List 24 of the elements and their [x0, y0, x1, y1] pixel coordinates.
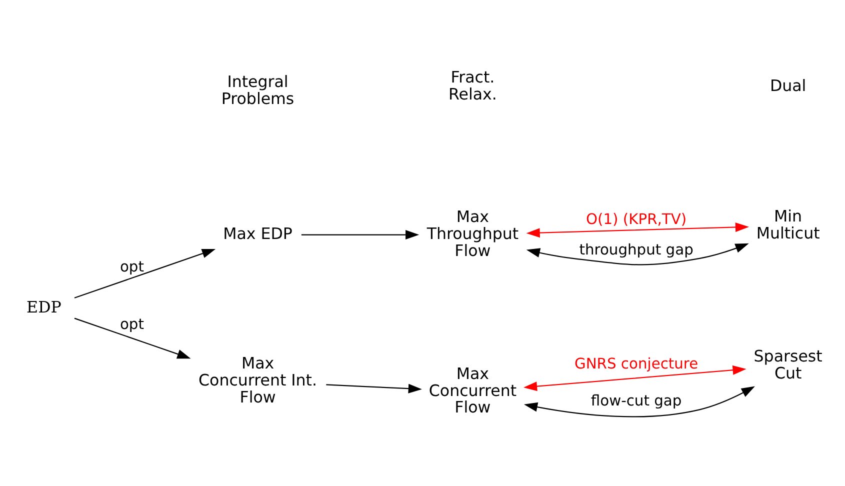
- arrow: [74, 248, 216, 298]
- arrow: [74, 317, 191, 358]
- edge-label: GNRS conjecture: [574, 354, 698, 372]
- edge-label: flow-cut gap: [590, 392, 682, 410]
- edge-label: throughput gap: [579, 240, 694, 258]
- edge-label: opt: [120, 258, 144, 275]
- label: Fract. Relax.: [448, 67, 497, 104]
- node-text: Max EDP: [223, 223, 292, 242]
- node-text: Max Throughput Flow: [426, 206, 519, 260]
- node-text: Max Concurrent Flow: [428, 363, 517, 416]
- node-text: Max Concurrent Int. Flow: [198, 353, 318, 406]
- label: Dual: [770, 76, 806, 95]
- arrow: [526, 222, 749, 238]
- node-text: Min Multicut: [756, 206, 820, 242]
- node-text: EDP: [26, 296, 62, 316]
- arrow: [524, 386, 755, 417]
- label: Integral Problems: [221, 72, 294, 108]
- arrow: [301, 230, 420, 239]
- arrow: [526, 242, 749, 265]
- edge-label: opt: [120, 315, 144, 332]
- node-text: Sparsest Cut: [754, 346, 822, 382]
- arrow: [523, 364, 746, 391]
- edge-label: O(1) (KPR,TV): [586, 210, 687, 228]
- arrow: [326, 383, 422, 393]
